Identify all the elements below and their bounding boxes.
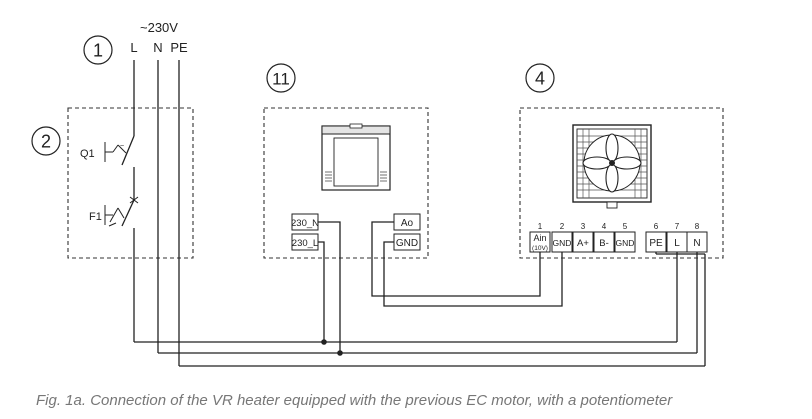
terminal-ain-sublabel: (10V) — [532, 245, 548, 252]
junction-n — [337, 350, 343, 356]
terminal-6-number: 6 — [654, 222, 659, 231]
terminal-a-plus — [572, 231, 594, 253]
supply-voltage: ~230V — [140, 20, 178, 35]
marker-circle-2 — [31, 126, 61, 156]
terminal-motor-gnd — [551, 231, 573, 253]
terminal-1-number: 1 — [538, 222, 543, 231]
terminal-ain — [529, 231, 551, 253]
fuse-f1-label: F1 — [89, 211, 102, 223]
terminal-230n-label: 230_N — [291, 218, 319, 229]
conductor-pe-label: PE — [170, 40, 188, 55]
terminal-ain-label: Ain — [533, 233, 546, 243]
terminal-l-label: L — [674, 238, 680, 249]
switchgear-box — [67, 107, 194, 259]
terminal-230l-label: 230_L — [292, 238, 318, 249]
figure-caption: Fig. 1a. Connection of the VR heater equ… — [36, 392, 673, 409]
terminal-motor-gnd-label: GND — [553, 238, 572, 248]
terminal-b-minus-label: B- — [599, 238, 609, 249]
terminal-5-number: 5 — [623, 222, 628, 231]
marker-circle-1 — [83, 35, 113, 65]
controller-power-wires — [318, 221, 341, 353]
marker-circle-11 — [266, 63, 296, 93]
terminal-ctrl-gnd-label: GND — [396, 238, 418, 249]
switch-q1-symbol: ~ — [104, 142, 139, 204]
terminal-n-label: N — [693, 238, 700, 249]
marker-switchgear: 2 — [41, 132, 51, 152]
terminal-ao-label: Ao — [401, 218, 414, 229]
motor-terminal-strip — [529, 231, 708, 253]
terminal-motor-gnd-2-label: GND — [616, 238, 635, 248]
pe-conductor — [178, 60, 706, 367]
terminal-b-minus — [593, 231, 615, 253]
svg-text:~: ~ — [120, 143, 124, 150]
switch-q1-label: Q1 — [80, 148, 95, 160]
n-conductor — [157, 60, 698, 354]
terminal-7-number: 7 — [675, 222, 680, 231]
marker-controller: 11 — [272, 70, 290, 89]
controller-box — [263, 107, 429, 259]
marker-circle-4 — [525, 63, 555, 93]
terminal-2-number: 2 — [560, 222, 565, 231]
signal-wires — [371, 221, 563, 307]
conductor-l-label: L — [130, 40, 137, 55]
terminal-n — [686, 231, 708, 253]
conductor-n-label: N — [153, 40, 162, 55]
marker-motor: 4 — [535, 69, 545, 89]
controller-device-icon — [321, 123, 391, 191]
fuse-f1-symbol — [104, 205, 125, 227]
fan-icon — [572, 124, 652, 209]
terminal-pe-label: PE — [649, 238, 663, 249]
terminal-3-number: 3 — [581, 222, 586, 231]
l-conductor — [121, 60, 678, 343]
terminal-4-number: 4 — [602, 222, 607, 231]
junction-l — [321, 339, 327, 345]
wiring-diagram: 1 ~230V L N PE 2 ~ Q1 F1 — [31, 20, 724, 367]
terminal-motor-gnd-2 — [614, 231, 636, 253]
marker-supply: 1 — [93, 41, 103, 61]
terminal-a-plus-label: A+ — [577, 238, 589, 249]
terminal-pe — [645, 231, 667, 253]
terminal-8-number: 8 — [695, 222, 700, 231]
motor-box — [519, 107, 724, 259]
